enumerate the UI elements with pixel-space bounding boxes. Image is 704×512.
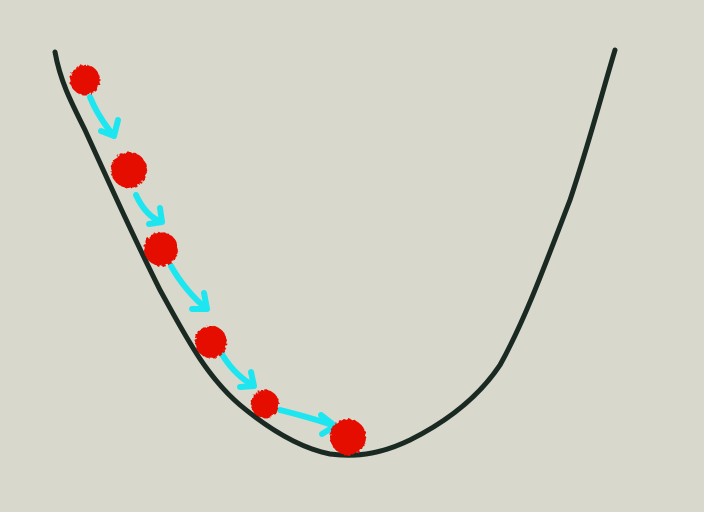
arrow-head (237, 369, 257, 390)
descent-steps (70, 65, 366, 455)
step-point-3 (144, 232, 178, 266)
step-point-6 (330, 419, 366, 455)
arrow-head (98, 117, 121, 139)
arrow-head (146, 205, 165, 227)
step-point-5 (251, 390, 279, 418)
arrow-step-4 (217, 348, 257, 390)
step-point-1 (70, 65, 100, 95)
arrow-head (189, 290, 210, 312)
step-point-2 (111, 152, 147, 188)
arrow-step-3 (168, 263, 210, 312)
loss-curve (52, 47, 618, 458)
arrow-step-1 (87, 94, 121, 139)
step-point-4 (195, 326, 227, 358)
arrow-step-2 (133, 192, 165, 227)
